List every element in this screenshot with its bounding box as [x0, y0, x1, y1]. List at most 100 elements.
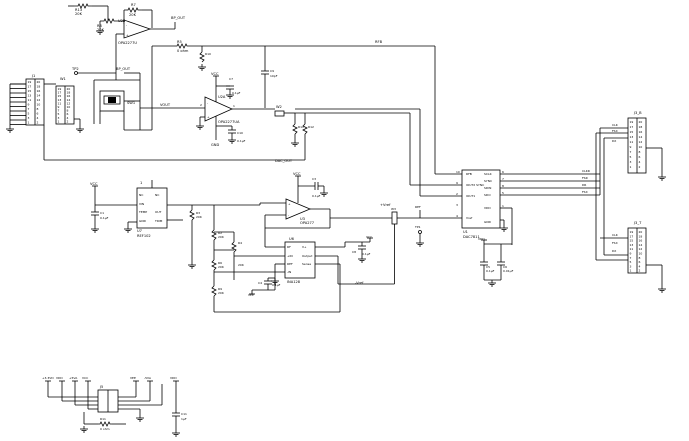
pin-number: 15	[630, 239, 634, 243]
svg-text:R11: R11	[100, 417, 106, 421]
resistor-r13: R13 20K	[74, 3, 92, 16]
power-rail-label: VCC	[82, 376, 88, 380]
svg-text:2: 2	[200, 103, 202, 107]
pin-number: 11	[630, 247, 634, 251]
svg-text:OPA277: OPA277	[300, 221, 314, 225]
resistor-r4: R4 20K	[231, 232, 245, 280]
u1-pin-label: SDIN	[484, 186, 491, 190]
pin-number: 16	[639, 130, 643, 134]
svg-text:0 ohm: 0 ohm	[100, 427, 110, 431]
svg-text:0 ohm: 0 ohm	[177, 49, 189, 53]
pin-number: 13	[28, 94, 32, 98]
svg-text:C1: C1	[100, 211, 104, 215]
vout-label: VOUT	[160, 103, 171, 107]
resistor-r11-power: R11 0 ohm	[98, 417, 112, 431]
resistor-r9: R9 20K	[211, 285, 225, 297]
svg-text:R5: R5	[177, 40, 182, 44]
test-point-tp1: TP1	[414, 225, 425, 247]
pin-number: 15	[28, 89, 32, 93]
svg-text:0.1µF: 0.1µF	[362, 252, 371, 256]
rfb-label: RFB	[375, 40, 383, 44]
u1-pin-label: GND	[484, 220, 492, 224]
header-j5: J5	[97, 385, 119, 413]
svg-text:VCC: VCC	[211, 72, 219, 76]
svg-text:U6: U6	[289, 237, 295, 241]
u6-pin-label: -IN	[287, 270, 291, 274]
capacitor-c4: C4 0.1µF	[258, 277, 281, 290]
svg-text:R6: R6	[218, 261, 222, 265]
gnd-label-u2: GND	[211, 143, 219, 147]
capacitor-c11: C11 1µF	[171, 412, 187, 437]
pin-number: 18	[639, 125, 643, 129]
u1-pin-number: 8	[502, 184, 504, 188]
svg-text:FSX: FSX	[612, 241, 618, 245]
svg-text:U1: U1	[463, 230, 468, 234]
svg-text:U7: U7	[137, 229, 142, 233]
capacitor-c7: C7 0.1µF	[225, 77, 241, 99]
svg-text:INA128: INA128	[287, 280, 301, 284]
pin-number: 3	[630, 160, 632, 164]
svg-text:DX: DX	[612, 139, 616, 143]
svg-text:C11: C11	[181, 412, 187, 416]
pin-number: 12	[67, 101, 71, 105]
svg-text:W3: W3	[391, 207, 396, 211]
u1-pin-number: 2	[456, 192, 458, 196]
pin-number: 13	[630, 243, 634, 247]
svg-text:VCC: VCC	[293, 172, 301, 176]
pin-number: 3	[28, 116, 30, 120]
svg-text:REF102: REF102	[137, 234, 151, 238]
svg-text:20K: 20K	[218, 235, 225, 239]
svg-text:W1: W1	[60, 77, 66, 81]
plus-vref-label: +Vref	[380, 203, 391, 207]
svg-text:R7: R7	[131, 3, 136, 7]
svg-text:20K: 20K	[129, 13, 137, 17]
pin-number: 17	[28, 85, 32, 89]
svg-text:CLK: CLK	[612, 233, 619, 237]
u1-pin-number: 3	[456, 203, 458, 207]
u1-pin-number: 6	[502, 170, 504, 174]
resistor-r7: R7 20K	[124, 3, 142, 17]
svg-text:J1: J1	[31, 74, 35, 78]
pin-number: 9	[630, 145, 632, 149]
capacitor-c6: C6 0.01µF	[497, 244, 514, 280]
pin-number: 5	[58, 112, 60, 116]
pin-number: 10	[67, 105, 71, 109]
svg-text:CLK: CLK	[612, 123, 619, 127]
capacitor-c5: C5 0.1µF	[480, 244, 495, 280]
resistor-r2: R2 20K	[211, 229, 225, 241]
svg-text:DAC7811: DAC7811	[463, 235, 480, 239]
opamp-u3: + - U3 OPA277	[285, 198, 314, 225]
svg-text:U2B: U2B	[118, 19, 126, 23]
pin-number: 9	[58, 105, 60, 109]
resistor-r11: R11	[290, 113, 304, 147]
pin-number: 16	[639, 239, 643, 243]
svg-text:R10: R10	[205, 52, 211, 56]
svg-text:J3_T: J3_T	[633, 221, 642, 225]
pin-number: 7	[630, 150, 632, 154]
pin-number: 18	[639, 234, 643, 238]
pin-number: 1	[630, 165, 632, 169]
pin-number: 12	[37, 98, 41, 102]
u1-pin-label: RFB	[466, 172, 472, 176]
pin-number: 13	[630, 135, 634, 139]
svg-text:VEE: VEE	[248, 293, 254, 297]
u1-pin-number: 9	[456, 181, 458, 185]
pin-number: 12	[639, 247, 643, 251]
u2b-stage: R13 20K R8 20K R7 20K - + U2B OPA22	[68, 3, 186, 80]
svg-text:C9: C9	[270, 69, 274, 73]
pin-number: 15	[58, 94, 62, 98]
u6-pin-label: V+	[302, 245, 307, 249]
pin-number: 11	[28, 98, 32, 102]
svg-text:VCC: VCC	[90, 182, 98, 186]
svg-text:20K: 20K	[218, 291, 225, 295]
u1-pin-number: 5	[502, 191, 504, 195]
svg-text:FSR: FSR	[582, 176, 588, 180]
svg-text:TP2: TP2	[71, 67, 79, 71]
svg-text:20K: 20K	[97, 28, 105, 32]
pin-number: 14	[639, 135, 643, 139]
